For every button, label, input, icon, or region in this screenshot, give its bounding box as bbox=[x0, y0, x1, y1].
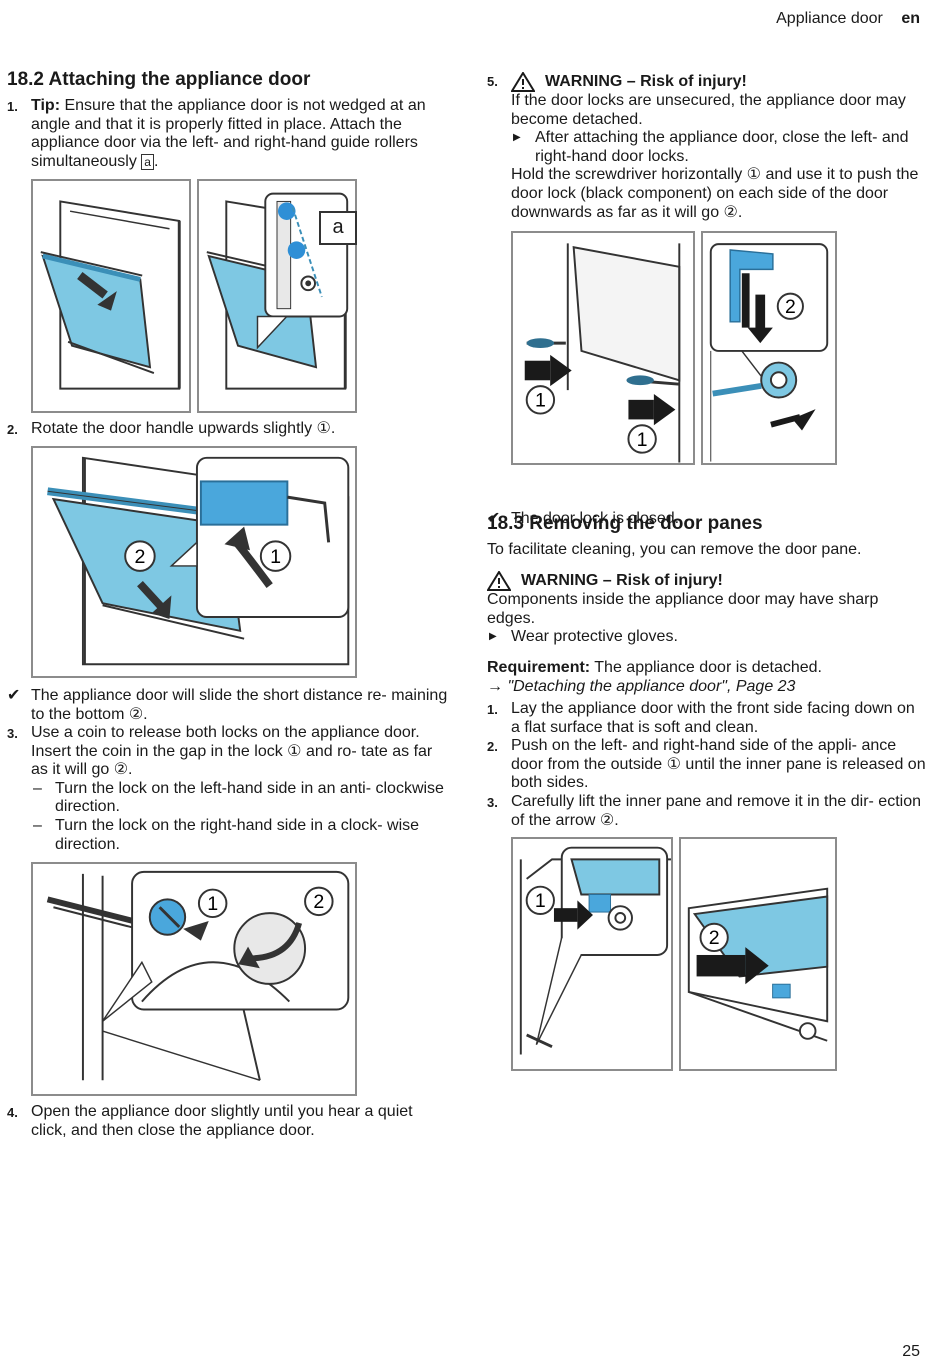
step-3: 3. Use a coin to release both locks on t… bbox=[7, 724, 447, 854]
header-section-title: Appliance door bbox=[776, 10, 883, 27]
callout-2: 2 bbox=[313, 891, 324, 913]
step-number: 3. bbox=[487, 795, 498, 810]
callout-2: 2 bbox=[134, 546, 145, 568]
step-number: 1. bbox=[487, 702, 498, 717]
pane-step-1: 1. Lay the appliance door with the front… bbox=[487, 700, 927, 737]
step-text: Rotate the door handle upwards slightly … bbox=[31, 420, 336, 437]
step-5: 5. WARNING – Risk of injury! If the door… bbox=[487, 72, 927, 222]
tip-label: Tip: bbox=[31, 97, 61, 114]
step-1: 1. Tip: Ensure that the appliance door i… bbox=[7, 97, 426, 170]
warning-action: ▶After attaching the appliance door, clo… bbox=[513, 129, 909, 165]
warning-text: If the door locks are unsecured, the app… bbox=[511, 92, 906, 128]
warning-heading: WARNING – Risk of injury! bbox=[511, 72, 927, 92]
callout-1: 1 bbox=[207, 893, 218, 915]
step-text: Ensure that the appliance door is not we… bbox=[31, 97, 426, 170]
result-text: The door lock is closed. bbox=[511, 510, 680, 528]
step-text: Carefully lift the inner pane and remove… bbox=[511, 793, 921, 829]
page-number: 25 bbox=[902, 1343, 920, 1360]
step-4: 4. Open the appliance door slightly unti… bbox=[7, 1103, 447, 1140]
callout-1b: 1 bbox=[637, 429, 648, 451]
warning-heading: WARNING – Risk of injury! bbox=[487, 571, 927, 591]
arrow-right-icon: ▶ bbox=[489, 631, 497, 643]
callout-1: 1 bbox=[535, 890, 546, 912]
step-number: 5. bbox=[487, 74, 498, 89]
section-heading-attaching: 18.2 Attaching the appliance door bbox=[7, 69, 311, 90]
ref-box: a bbox=[141, 153, 154, 170]
pane-step-2: 2. Push on the left- and right-hand side… bbox=[487, 737, 927, 793]
checkmark-icon: ✔ bbox=[7, 687, 21, 704]
illustration-coin-release-lock: 1 2 bbox=[31, 862, 357, 1096]
header-language: en bbox=[901, 10, 920, 27]
step-number: 3. bbox=[7, 726, 18, 741]
instruction-text: Hold the screwdriver horizontally ① and … bbox=[511, 166, 919, 221]
warning-triangle-icon bbox=[511, 72, 535, 92]
warning-action: ▶Wear protective gloves. bbox=[489, 628, 678, 646]
illustration-release-inner-pane: 1 bbox=[511, 837, 673, 1071]
checkmark-icon: ✔ bbox=[487, 510, 501, 528]
illustration-rotate-handle: 2 1 bbox=[31, 446, 357, 678]
illustration-door-attach-detail: a bbox=[197, 179, 357, 413]
callout-1: 1 bbox=[270, 546, 281, 568]
requirement-text: The appliance door is detached. bbox=[590, 659, 822, 676]
cross-reference-link[interactable]: → "Detaching the appliance door", Page 2… bbox=[487, 677, 796, 695]
result-text: The appliance door will slide the short … bbox=[31, 687, 448, 723]
arrow-right-icon: ▶ bbox=[513, 132, 521, 144]
intro-text: To facilitate cleaning, you can remove t… bbox=[487, 541, 862, 558]
callout-2: 2 bbox=[785, 296, 796, 318]
callout-1: 1 bbox=[535, 390, 546, 412]
requirement-label: Requirement: bbox=[487, 659, 591, 676]
step-number: 2. bbox=[7, 422, 18, 437]
step-number: 2. bbox=[487, 739, 498, 754]
callout-2: 2 bbox=[709, 927, 720, 949]
warning-text: Components inside the appliance door may… bbox=[487, 591, 879, 627]
callout-label-a: a bbox=[319, 211, 357, 245]
running-header: Appliance door en bbox=[776, 10, 920, 28]
step-text: Lay the appliance door with the front si… bbox=[511, 700, 915, 736]
section-heading-removing-panes: 18.3 Removing the door panes bbox=[487, 513, 763, 534]
result-lock-closed: ✔ The door lock is closed. bbox=[487, 510, 950, 529]
step-text: Use a coin to release both locks on the … bbox=[31, 724, 433, 779]
result-door-slides: ✔ The appliance door will slide the shor… bbox=[7, 687, 455, 724]
requirement: Requirement: The appliance door is detac… bbox=[487, 659, 927, 696]
step-text: Push on the left- and right-hand side of… bbox=[511, 737, 926, 792]
step-2: 2. Rotate the door handle upwards slight… bbox=[7, 420, 447, 439]
pane-step-3: 3. Carefully lift the inner pane and rem… bbox=[487, 793, 927, 830]
warning-triangle-icon bbox=[487, 571, 511, 591]
substep-left-lock: –Turn the lock on the left-hand side in … bbox=[33, 779, 444, 816]
substep-right-lock: –Turn the lock on the right-hand side in… bbox=[33, 816, 420, 853]
warning-block: WARNING – Risk of injury! Components ins… bbox=[487, 571, 927, 647]
illustration-screwdriver-door: 1 1 bbox=[511, 231, 695, 465]
step-number: 4. bbox=[7, 1105, 18, 1120]
illustration-lift-inner-pane: 2 bbox=[679, 837, 837, 1071]
step-number: 1. bbox=[7, 99, 18, 114]
illustration-door-attach-left bbox=[31, 179, 191, 413]
illustration-push-door-lock: 2 bbox=[701, 231, 837, 465]
step-text: Open the appliance door slightly until y… bbox=[31, 1103, 413, 1139]
